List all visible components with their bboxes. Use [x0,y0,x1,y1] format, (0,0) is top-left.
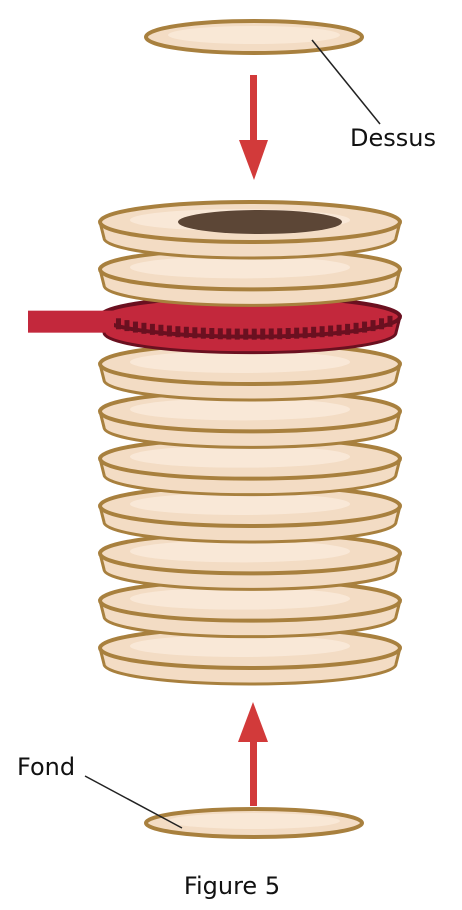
ring-stack [28,202,400,684]
dessus-leader-line [312,40,380,124]
up-arrow [238,702,268,806]
down-arrow [239,75,268,180]
top-disc [146,21,362,53]
red-tab [28,311,114,333]
fond-label: Fond [17,753,75,781]
stack-ring [100,202,400,258]
dessus-label: Dessus [350,124,436,152]
bottom-disc [146,809,362,837]
figure-caption: Figure 5 [184,872,280,900]
fond-leader-line [85,776,182,828]
